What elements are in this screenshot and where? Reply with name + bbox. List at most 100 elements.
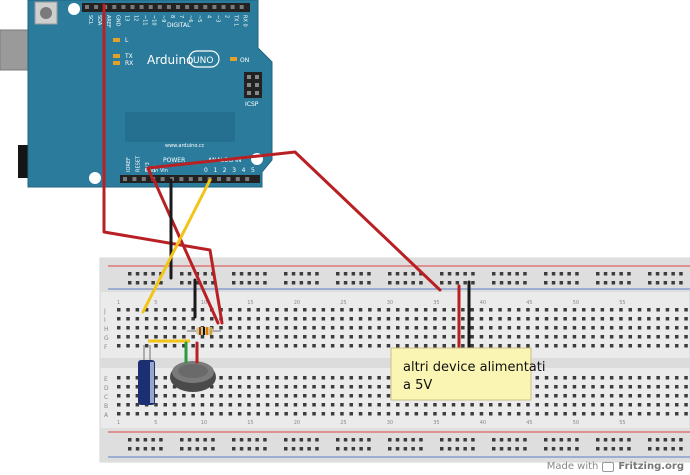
- breadboard-hole: [507, 412, 512, 416]
- breadboard-hole: [600, 308, 605, 312]
- breadboard-hole: [647, 344, 651, 348]
- breadboard-hole: [228, 412, 233, 416]
- breadboard-hole: [163, 335, 167, 339]
- column-number: 15: [247, 300, 253, 306]
- breadboard-hole: [535, 376, 539, 380]
- breadboard-hole: [479, 344, 484, 348]
- breadboard-hole: [386, 335, 391, 339]
- breadboard-hole: [312, 385, 316, 389]
- rail-hole: [247, 281, 252, 285]
- breadboard-hole: [386, 317, 391, 321]
- breadboard-hole: [135, 385, 140, 389]
- breadboard-hole: [647, 376, 651, 380]
- column-number: 5: [154, 420, 157, 426]
- breadboard-hole: [498, 317, 502, 321]
- breadboard-hole: [423, 412, 428, 416]
- breadboard-hole: [377, 335, 381, 339]
- rail-hole: [143, 281, 148, 285]
- breadboard-hole: [349, 412, 353, 416]
- reset-button-cap: [40, 7, 52, 19]
- rail-hole: [611, 281, 616, 285]
- breadboard-hole: [461, 308, 465, 312]
- breadboard-hole: [303, 335, 307, 339]
- breadboard-hole: [135, 376, 140, 380]
- rail-hole: [291, 447, 296, 451]
- header-pin: [226, 177, 231, 181]
- breadboard-hole: [154, 335, 158, 339]
- breadboard-hole: [219, 403, 223, 407]
- breadboard-hole: [172, 308, 177, 312]
- rail-hole: [343, 281, 348, 285]
- breadboard-hole: [210, 317, 214, 321]
- breadboard-hole: [665, 344, 670, 348]
- breadboard-hole: [349, 385, 353, 389]
- column-number: 10: [201, 420, 207, 426]
- breadboard-hole: [628, 335, 632, 339]
- rail-hole: [299, 447, 304, 451]
- rail-hole: [211, 281, 215, 285]
- rail-hole: [263, 272, 267, 276]
- breadboard-hole: [563, 403, 567, 407]
- digital-pin-label: SCL: [87, 15, 93, 25]
- breadboard-hole: [330, 394, 335, 398]
- breadboard-hole: [154, 385, 158, 389]
- breadboard-hole: [154, 317, 158, 321]
- breadboard-hole: [563, 394, 567, 398]
- breadboard-hole: [247, 326, 251, 330]
- breadboard-hole: [665, 403, 670, 407]
- rail-hole: [255, 438, 259, 442]
- breadboard-hole: [191, 344, 195, 348]
- rail-hole: [388, 438, 392, 442]
- breadboard-hole: [489, 317, 493, 321]
- rail-hole: [307, 447, 311, 451]
- header-pin: [157, 5, 162, 9]
- breadboard-hole: [414, 344, 419, 348]
- breadboard-hole: [526, 335, 530, 339]
- rail-hole: [567, 281, 571, 285]
- rail-hole: [135, 447, 140, 451]
- breadboard-hole: [414, 335, 419, 339]
- breadboard-hole: [237, 394, 242, 398]
- breadboard-hole: [358, 412, 363, 416]
- breadboard-hole: [628, 412, 632, 416]
- rail-hole: [507, 447, 512, 451]
- rail-hole: [663, 447, 668, 451]
- microphone: [170, 361, 216, 392]
- breadboard-hole: [321, 335, 326, 339]
- breadboard-hole: [591, 385, 595, 389]
- rail-hole: [619, 272, 623, 276]
- capacitor-stripe: [150, 362, 154, 403]
- rail-hole: [351, 272, 356, 276]
- breadboard-hole: [498, 308, 502, 312]
- breadboard-hole: [489, 344, 493, 348]
- breadboard-hole: [637, 335, 642, 339]
- breadboard-hole: [330, 317, 335, 321]
- column-number: 25: [340, 300, 346, 306]
- digital-pin-label: 7: [178, 15, 184, 18]
- breadboard-hole: [433, 326, 437, 330]
- rail-hole: [463, 447, 467, 451]
- rail-hole: [648, 447, 652, 451]
- breadboard-hole: [172, 412, 177, 416]
- breadboard-hole: [237, 403, 242, 407]
- digital-pin-label: ~9: [160, 15, 166, 22]
- breadboard-hole: [275, 326, 279, 330]
- rail-hole: [247, 272, 252, 276]
- breadboard-hole: [312, 317, 316, 321]
- rail-hole: [284, 281, 288, 285]
- column-number: 50: [573, 420, 579, 426]
- breadboard-hole: [507, 326, 512, 330]
- breadboard-hole: [684, 344, 688, 348]
- breadboard-hole: [582, 344, 586, 348]
- breadboard-hole: [172, 385, 177, 389]
- rail-hole: [403, 438, 408, 442]
- icsp-pin: [255, 75, 259, 79]
- breadboard-hole: [293, 308, 298, 312]
- breadboard-hole: [461, 335, 465, 339]
- breadboard-hole: [117, 308, 121, 312]
- breadboard-hole: [442, 335, 446, 339]
- breadboard-hole: [582, 403, 586, 407]
- breadboard-hole: [628, 394, 632, 398]
- breadboard-hole: [433, 308, 437, 312]
- breadboard-hole: [117, 326, 121, 330]
